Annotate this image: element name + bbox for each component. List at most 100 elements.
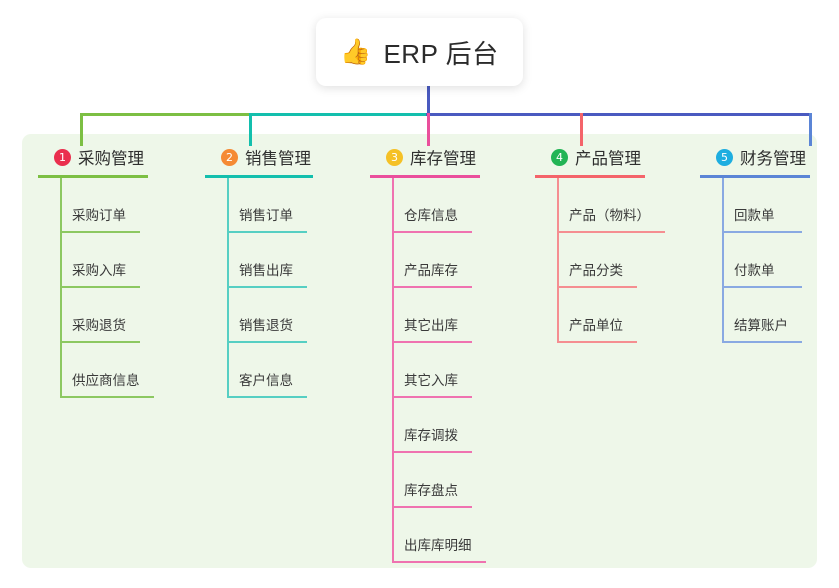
branch-header-1[interactable]: 1 采购管理	[38, 144, 190, 170]
branch-items-4: 产品（物料） 产品分类 产品单位	[535, 178, 695, 343]
branch-rule-2	[205, 175, 313, 178]
branch-rule-4	[535, 175, 645, 178]
branch-column-4[interactable]: 4 产品管理 产品（物料） 产品分类 产品单位	[535, 144, 695, 343]
item-label: 产品库存	[404, 263, 458, 278]
branch-rule-1	[38, 175, 148, 178]
branches-panel	[22, 134, 817, 568]
item-label: 销售订单	[239, 208, 293, 223]
item-label: 结算账户	[734, 318, 788, 333]
list-item[interactable]: 出库库明细	[370, 508, 522, 563]
item-label: 采购退货	[72, 318, 126, 333]
list-item[interactable]: 库存调拨	[370, 398, 522, 453]
branch-badge-2: 2	[221, 148, 238, 166]
item-label: 采购订单	[72, 208, 126, 223]
item-rule	[557, 341, 637, 343]
item-label: 出库库明细	[404, 538, 472, 553]
branch-trunk-3	[392, 178, 394, 563]
item-rule	[722, 231, 802, 233]
item-rule	[557, 286, 637, 288]
branch-trunk-1	[60, 178, 62, 398]
item-rule	[60, 396, 154, 398]
item-rule	[392, 341, 472, 343]
branch-header-3[interactable]: 3 库存管理	[370, 144, 522, 170]
branch-column-3[interactable]: 3 库存管理 仓库信息 产品库存 其它出库 其它入库 库存调拨	[370, 144, 522, 563]
list-item[interactable]: 客户信息	[205, 343, 357, 398]
list-item[interactable]: 采购订单	[38, 178, 190, 233]
branch-title-1: 采购管理	[78, 150, 144, 168]
item-label: 其它入库	[404, 373, 458, 388]
connector-drop-col5	[809, 113, 812, 146]
branch-badge-3: 3	[386, 148, 403, 166]
root-node-title: ERP 后台	[383, 38, 499, 69]
branch-items-3: 仓库信息 产品库存 其它出库 其它入库 库存调拨 库存盘点	[370, 178, 522, 563]
branch-column-1[interactable]: 1 采购管理 采购订单 采购入库 采购退货 供应商信息	[38, 144, 190, 398]
branch-column-5[interactable]: 5 财务管理 回款单 付款单 结算账户	[700, 144, 839, 343]
list-item[interactable]: 产品（物料）	[535, 178, 695, 233]
branch-column-2[interactable]: 2 销售管理 销售订单 销售出库 销售退货 客户信息	[205, 144, 357, 398]
item-rule	[60, 231, 140, 233]
list-item[interactable]: 产品库存	[370, 233, 522, 288]
branch-trunk-5	[722, 178, 724, 343]
branch-badge-5: 5	[716, 148, 733, 166]
item-label: 付款单	[734, 263, 775, 278]
list-item[interactable]: 其它入库	[370, 343, 522, 398]
item-label: 产品分类	[569, 263, 623, 278]
branch-header-5[interactable]: 5 财务管理	[700, 144, 839, 170]
list-item[interactable]: 销售出库	[205, 233, 357, 288]
connector-bus-green	[80, 113, 252, 116]
root-node[interactable]: 👍 ERP 后台	[316, 18, 523, 86]
list-item[interactable]: 其它出库	[370, 288, 522, 343]
branch-trunk-4	[557, 178, 559, 343]
branch-rule-5	[700, 175, 810, 178]
item-label: 库存调拨	[404, 428, 458, 443]
item-rule	[392, 506, 472, 508]
list-item[interactable]: 库存盘点	[370, 453, 522, 508]
list-item[interactable]: 结算账户	[700, 288, 839, 343]
list-item[interactable]: 产品单位	[535, 288, 695, 343]
item-label: 产品单位	[569, 318, 623, 333]
item-rule	[722, 341, 802, 343]
list-item[interactable]: 仓库信息	[370, 178, 522, 233]
item-rule	[557, 231, 665, 233]
list-item[interactable]: 采购退货	[38, 288, 190, 343]
branch-items-1: 采购订单 采购入库 采购退货 供应商信息	[38, 178, 190, 398]
list-item[interactable]: 采购入库	[38, 233, 190, 288]
item-rule	[392, 396, 472, 398]
branch-title-5: 财务管理	[740, 150, 806, 168]
item-rule	[392, 231, 472, 233]
list-item[interactable]: 付款单	[700, 233, 839, 288]
connector-drop-col3	[427, 113, 430, 146]
item-rule	[227, 231, 307, 233]
list-item[interactable]: 销售订单	[205, 178, 357, 233]
item-rule	[227, 396, 307, 398]
list-item[interactable]: 销售退货	[205, 288, 357, 343]
item-rule	[60, 286, 140, 288]
item-label: 其它出库	[404, 318, 458, 333]
branch-items-5: 回款单 付款单 结算账户	[700, 178, 839, 343]
item-label: 采购入库	[72, 263, 126, 278]
item-label: 销售退货	[239, 318, 293, 333]
item-rule	[392, 451, 472, 453]
list-item[interactable]: 供应商信息	[38, 343, 190, 398]
branch-title-4: 产品管理	[575, 150, 641, 168]
branch-header-2[interactable]: 2 销售管理	[205, 144, 357, 170]
item-label: 供应商信息	[72, 373, 140, 388]
connector-drop-col2	[249, 113, 252, 146]
branch-title-2: 销售管理	[245, 150, 311, 168]
connector-bus-teal	[250, 113, 428, 116]
item-rule	[722, 286, 802, 288]
branch-rule-3	[370, 175, 480, 178]
branch-badge-1: 1	[54, 148, 71, 166]
item-rule	[392, 561, 486, 563]
item-rule	[227, 341, 307, 343]
connector-bus-blue	[426, 113, 812, 116]
list-item[interactable]: 产品分类	[535, 233, 695, 288]
list-item[interactable]: 回款单	[700, 178, 839, 233]
item-rule	[392, 286, 472, 288]
item-label: 库存盘点	[404, 483, 458, 498]
branch-header-4[interactable]: 4 产品管理	[535, 144, 695, 170]
connector-root-stem	[427, 86, 430, 115]
item-label: 销售出库	[239, 263, 293, 278]
thumbs-up-icon: 👍	[340, 37, 372, 66]
item-rule	[60, 341, 140, 343]
